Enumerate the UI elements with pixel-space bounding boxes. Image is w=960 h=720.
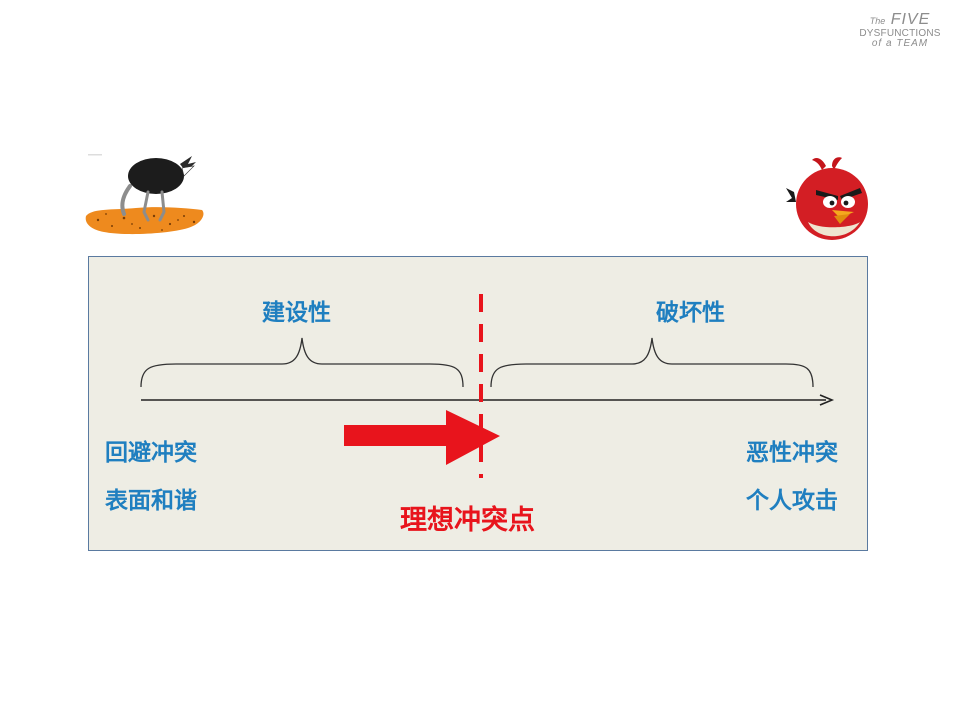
logo-of-a-team: of a TEAM xyxy=(871,38,929,50)
surface-harmony-label: 表面和谐 xyxy=(105,488,197,514)
book-logo: The FIVE DYSFUNCTIONS of a TEAM xyxy=(846,11,954,50)
angry-red-bird-icon xyxy=(786,157,868,240)
logo-the: The xyxy=(869,16,886,26)
logo-five: FIVE xyxy=(890,11,931,28)
avoid-conflict-label: 回避冲突 xyxy=(105,440,197,466)
conflict-spectrum-panel xyxy=(88,256,868,551)
ideal-conflict-point-label: 理想冲突点 xyxy=(400,505,535,536)
constructive-brace xyxy=(140,337,464,388)
ideal-point-arrow xyxy=(344,410,500,465)
destructive-brace xyxy=(490,337,814,388)
ostrich-head-in-sand-icon xyxy=(85,154,204,235)
personal-attack-label: 个人攻击 xyxy=(746,488,838,514)
axis-arrowhead xyxy=(819,394,835,406)
vicious-conflict-label: 恶性冲突 xyxy=(746,440,838,466)
logo-dysfunctions: DYSFUNCTIONS xyxy=(859,27,941,39)
destructive-label: 破坏性 xyxy=(656,300,725,326)
constructive-label: 建设性 xyxy=(262,300,331,326)
